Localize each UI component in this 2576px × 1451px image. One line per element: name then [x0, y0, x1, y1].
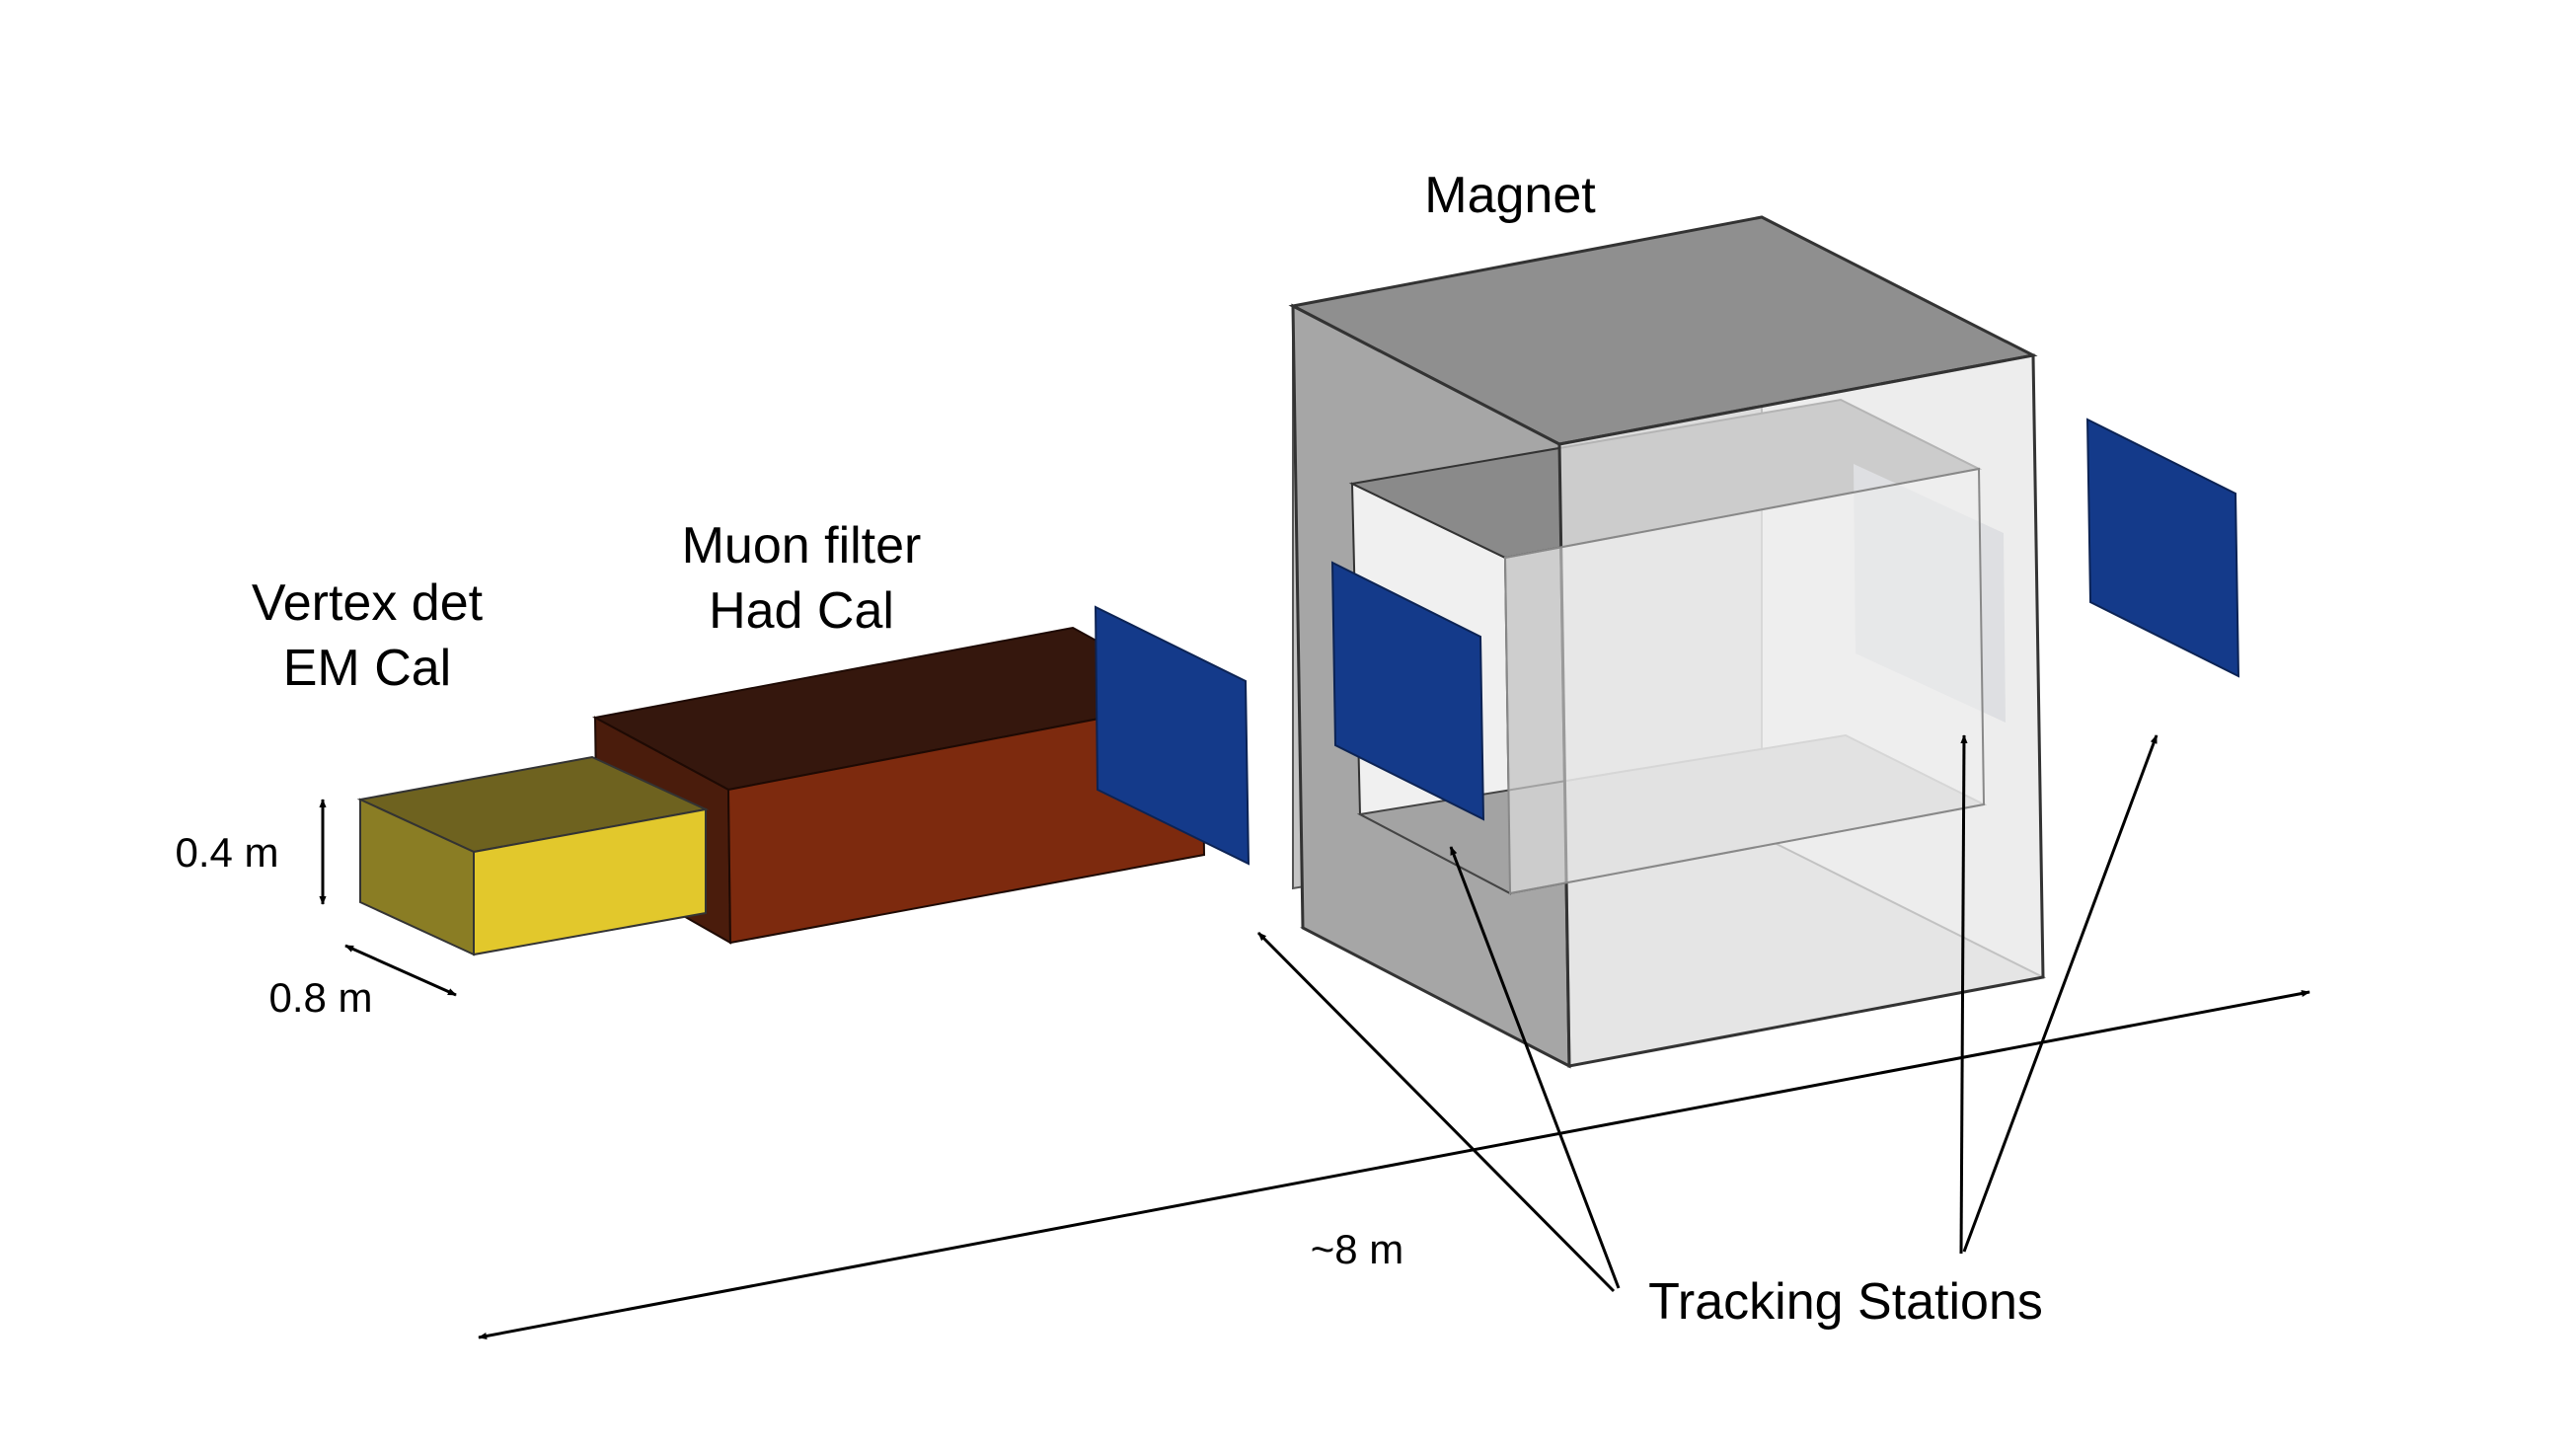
muon-filter-label: Muon filter	[682, 517, 922, 574]
tracking-stations-label: Tracking Stations	[1648, 1273, 2043, 1331]
tracking-station-2	[1330, 561, 1485, 821]
tracking-station-1	[1094, 605, 1250, 866]
em-cal-box	[356, 755, 710, 956]
magnet-front-inner	[1503, 467, 1986, 895]
length-dimension-label: ~8 m	[1311, 1226, 1404, 1272]
magnet-label: Magnet	[1424, 167, 1596, 224]
em-cal-front	[473, 807, 707, 956]
pointer-to-station-3	[1959, 734, 1968, 1255]
width-arrow	[344, 944, 457, 997]
pointer-to-station-4	[1962, 734, 2159, 1253]
muon-filter-front	[726, 697, 1206, 945]
vertex-det-label: Vertex det	[252, 574, 484, 632]
height-dimension-label: 0.4 m	[175, 829, 278, 876]
em-cal-label: EM Cal	[283, 640, 451, 697]
width-dimension-label: 0.8 m	[268, 974, 372, 1021]
had-cal-label: Had Cal	[709, 582, 894, 640]
length-arrow	[478, 989, 2311, 1340]
tracking-station-4	[2085, 418, 2240, 678]
tracking-pointers	[1256, 734, 2159, 1293]
pointer-to-station-2	[1449, 846, 1621, 1289]
pointer-to-station-1	[1256, 931, 1616, 1293]
